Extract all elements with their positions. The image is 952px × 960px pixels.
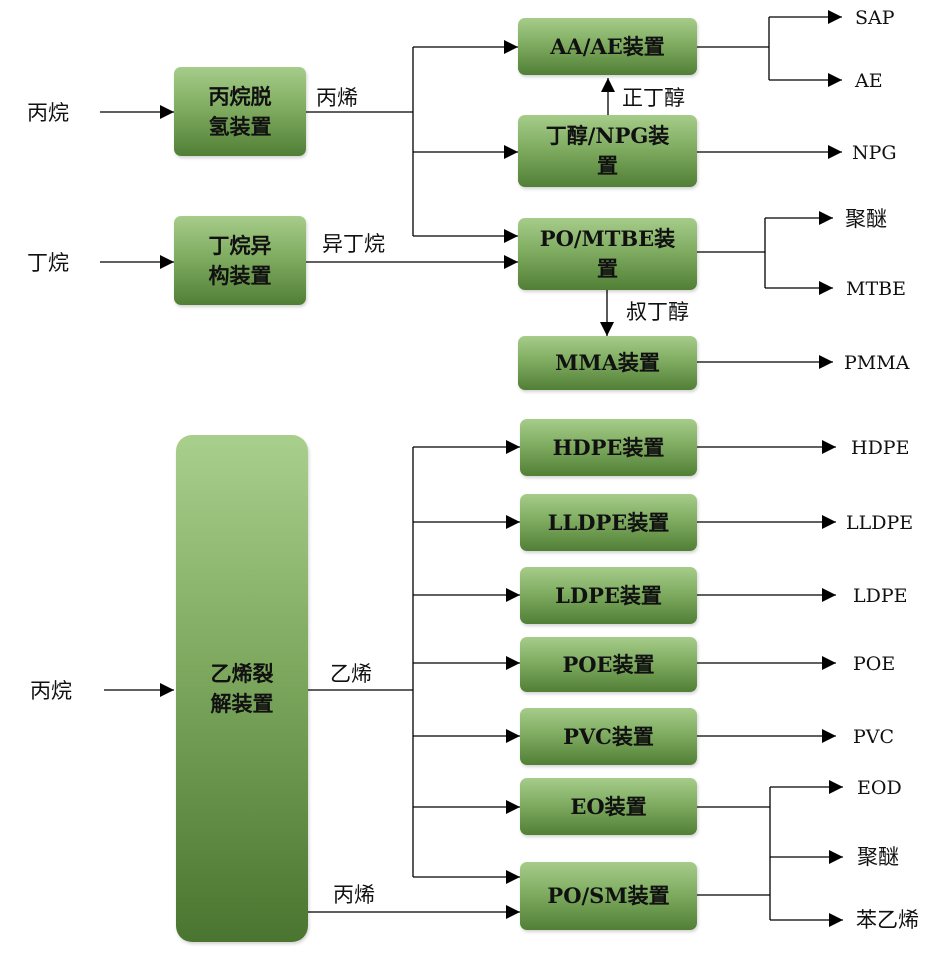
stream-ethylene: 乙烯 <box>330 662 372 686</box>
product-npg: NPG <box>852 142 897 164</box>
product-ae: AE <box>855 70 883 92</box>
stream-propylene-top: 丙烯 <box>316 86 358 110</box>
unit-pvc: PVC装置 <box>520 708 697 765</box>
input-propane-bottom: 丙烷 <box>30 679 72 703</box>
unit-butane-isomerization: 丁烷异 构装置 <box>174 216 306 305</box>
unit-ethylene-cracker: 乙烯裂 解装置 <box>176 435 308 942</box>
input-propane-top: 丙烷 <box>27 101 69 125</box>
stream-propylene-bottom: 丙烯 <box>333 883 375 907</box>
product-sap: SAP <box>855 7 895 29</box>
input-butane: 丁烷 <box>27 251 69 275</box>
product-pmma: PMMA <box>844 352 910 374</box>
product-polyether-bottom: 聚醚 <box>857 845 899 869</box>
unit-po-sm: PO/SM装置 <box>520 862 697 930</box>
product-styrene: 苯乙烯 <box>856 908 919 932</box>
product-mtbe: MTBE <box>846 278 906 300</box>
unit-eo: EO装置 <box>520 778 697 835</box>
product-ldpe: LDPE <box>853 585 908 607</box>
unit-butanol-npg: 丁醇/NPG装 置 <box>518 115 697 187</box>
stream-n-butanol: 正丁醇 <box>622 86 685 110</box>
product-pvc: PVC <box>853 726 895 748</box>
product-poe: POE <box>853 653 896 675</box>
product-lldpe: LLDPE <box>846 512 914 534</box>
unit-ldpe: LDPE装置 <box>520 567 697 624</box>
unit-propane-dehydrogenation: 丙烷脱 氢装置 <box>174 67 306 156</box>
unit-hdpe: HDPE装置 <box>520 419 697 476</box>
stream-isobutane: 异丁烷 <box>322 232 385 256</box>
product-polyether-top: 聚醚 <box>845 207 887 231</box>
unit-mma: MMA装置 <box>518 336 697 390</box>
product-eod: EOD <box>857 777 902 799</box>
product-hdpe: HDPE <box>851 437 910 459</box>
unit-aa-ae: AA/AE装置 <box>518 18 697 75</box>
unit-po-mtbe: PO/MTBE装 置 <box>518 218 697 290</box>
unit-lldpe: LLDPE装置 <box>520 494 697 551</box>
stream-tert-butanol: 叔丁醇 <box>626 300 689 324</box>
unit-poe: POE装置 <box>520 637 697 692</box>
